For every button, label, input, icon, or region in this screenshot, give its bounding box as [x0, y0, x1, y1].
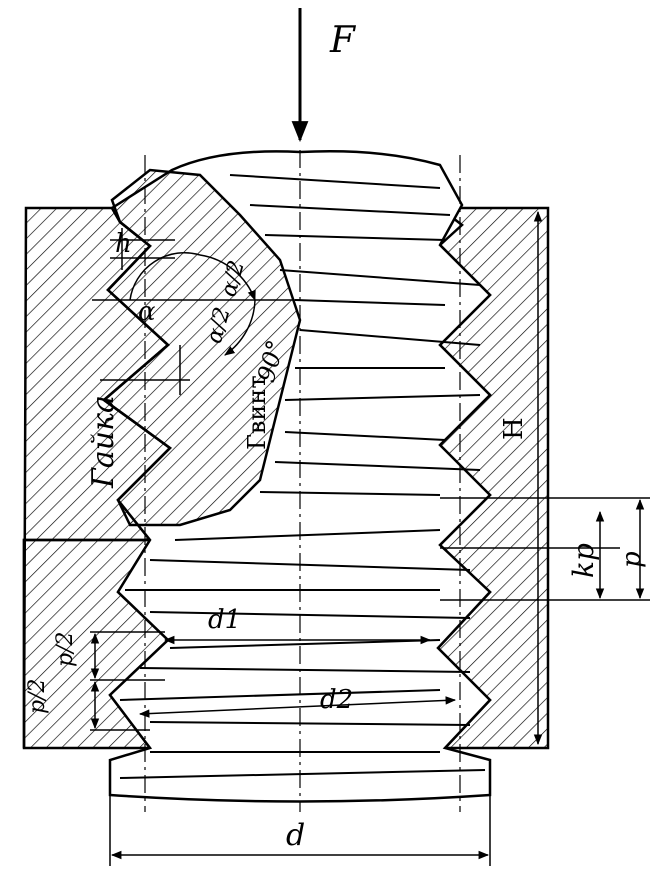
major-diameter-label: d — [286, 818, 305, 853]
angle-alpha-label: α — [138, 297, 156, 327]
mean-diameter-label: d2 — [320, 685, 353, 715]
nut-height-label: H — [499, 417, 529, 440]
pitch-dims — [440, 497, 650, 601]
force-label: F — [329, 20, 357, 61]
thread-depth-label: h — [115, 229, 132, 259]
mean-diameter-dim — [138, 696, 457, 718]
half-pitch-dims — [90, 631, 165, 731]
half-pitch-top-label: p/2 — [53, 632, 78, 668]
pitch-label: p — [617, 551, 647, 568]
nut-label: Гайка — [86, 395, 121, 489]
screw-label: Гвинт — [243, 375, 271, 450]
angle-annotations — [92, 228, 300, 395]
major-diameter-extensions — [109, 790, 491, 866]
pitch-multiple-label: kp — [567, 543, 600, 578]
minor-diameter-label: d1 — [208, 605, 241, 635]
thread-lines — [119, 174, 486, 779]
half-pitch-bottom-label: p/2 — [25, 679, 50, 715]
